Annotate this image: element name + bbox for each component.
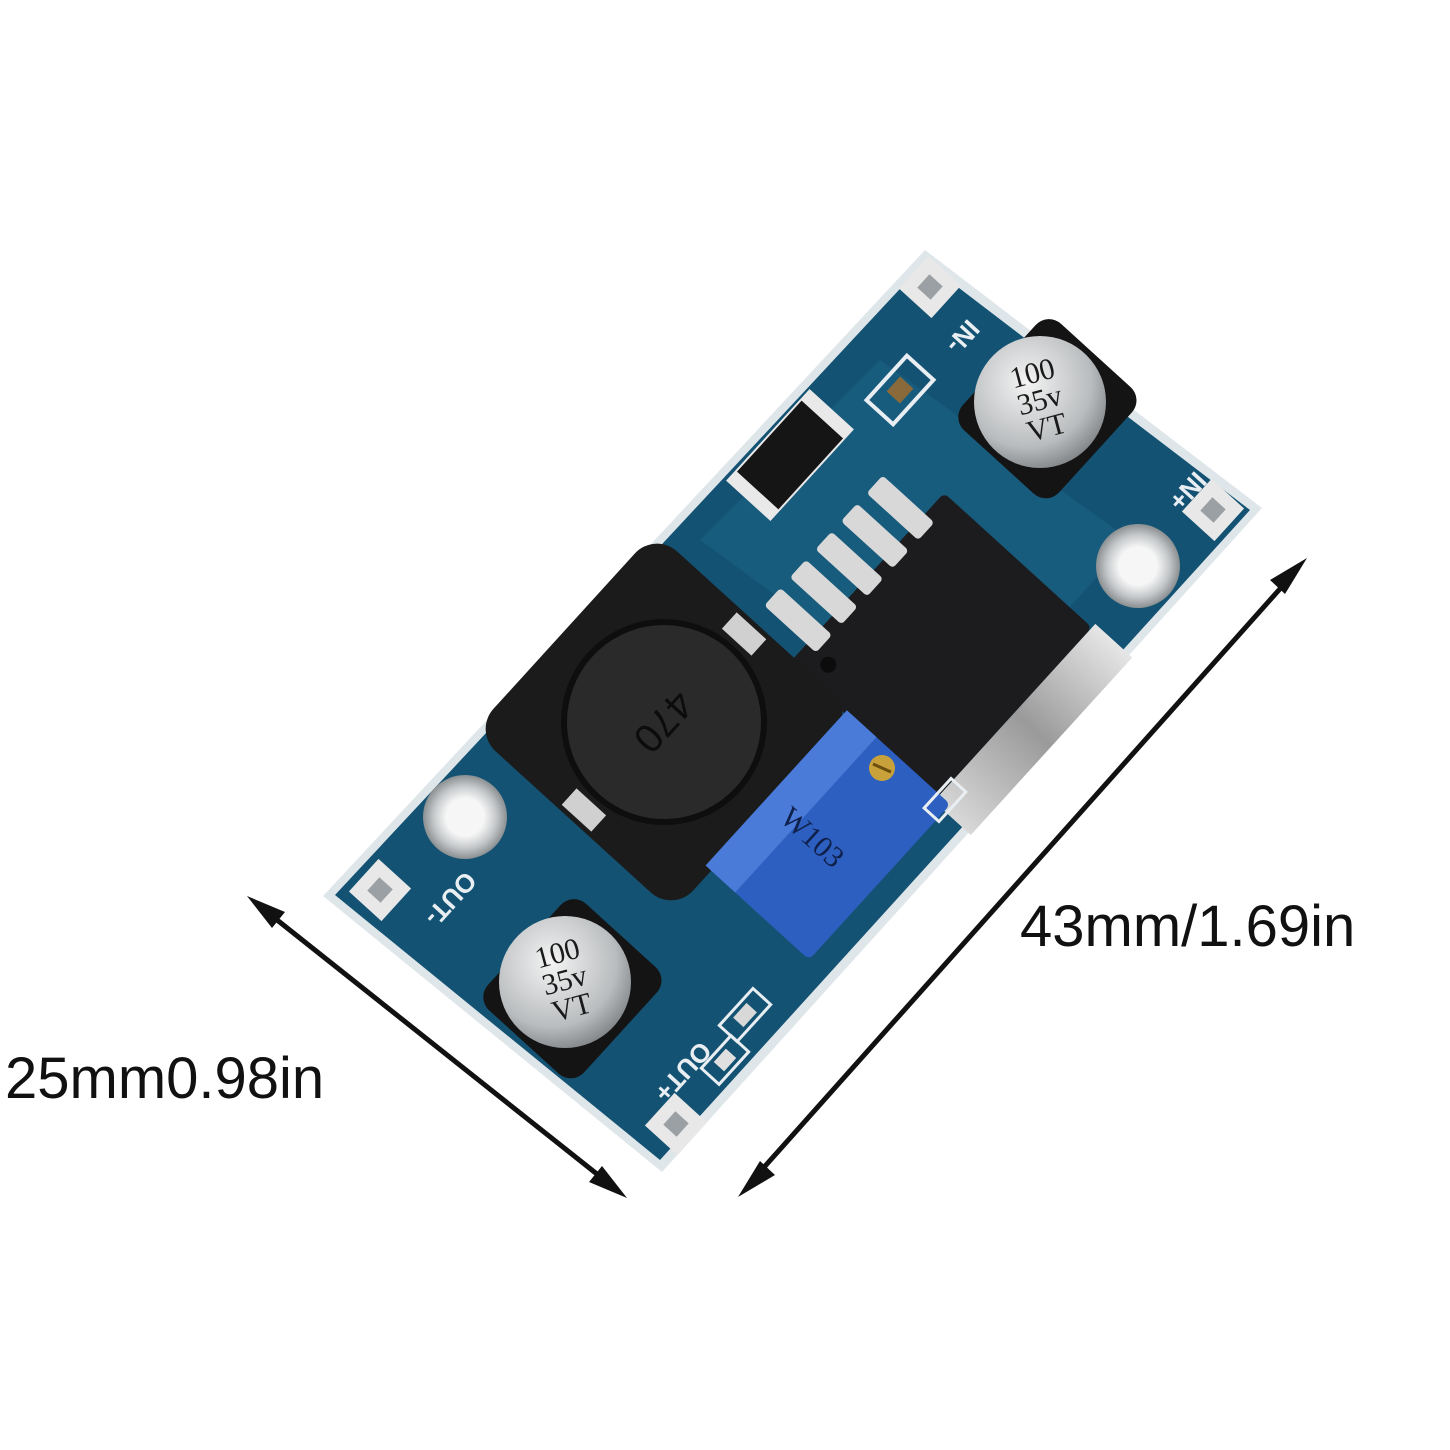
pad-out-minus xyxy=(348,858,412,922)
width-dimension-label: 25mm0.98in xyxy=(5,1046,325,1111)
smd-resistor xyxy=(717,986,773,1044)
pad-out-plus xyxy=(644,1092,708,1156)
chip-leads xyxy=(765,477,933,652)
capacitor-bottom: 100 35v VT xyxy=(483,899,662,1079)
schottky-diode xyxy=(726,388,854,522)
length-dimension-label: 43mm/1.69in xyxy=(1020,894,1356,959)
width-dimension-arrow xyxy=(247,896,627,1198)
mounting-hole xyxy=(1096,524,1180,608)
pad-in-plus xyxy=(1181,478,1245,542)
length-dimension-arrow xyxy=(738,558,1307,1197)
inductor: 470 xyxy=(485,543,843,901)
smd-capacitor xyxy=(863,352,937,428)
regulator-chip xyxy=(791,495,1133,835)
mounting-hole xyxy=(423,775,507,859)
capacitor-top: 100 35v VT xyxy=(958,319,1137,499)
potentiometer-screw-icon xyxy=(869,755,895,781)
smd-resistor xyxy=(922,776,968,824)
pad-in-minus xyxy=(898,255,962,319)
smd-led xyxy=(699,1033,751,1087)
